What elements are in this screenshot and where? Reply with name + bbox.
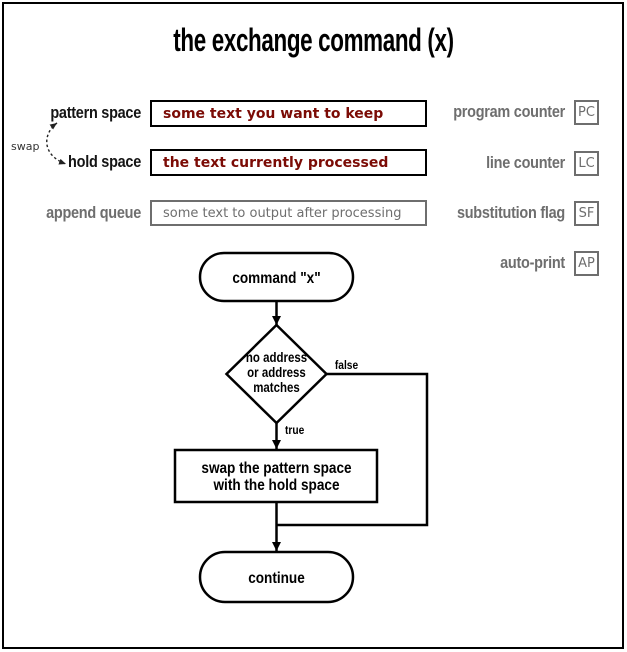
substitution-flag-label: substitution flag [456, 203, 565, 222]
process-node [173, 448, 379, 504]
swap-label: swap [11, 140, 39, 153]
pattern-space-value-box: some text you want to keep [150, 100, 427, 127]
decision-line-1: no address [246, 350, 307, 365]
false-branch-line [276, 372, 429, 527]
decision-line-2: or address [247, 365, 306, 380]
false-branch-label: false [335, 359, 358, 372]
decision-line-3: matches [253, 380, 300, 395]
true-branch-label: true [285, 424, 304, 437]
end-node-label: continue [248, 570, 305, 587]
line-counter-label: line counter [486, 153, 565, 172]
auto-print-box: AP [574, 251, 599, 276]
append-queue-value-box: some text to output after processing [150, 200, 427, 226]
swap-curve-icon [46, 122, 67, 165]
pattern-space-label: pattern space [50, 103, 142, 122]
process-line-2: with the hold space [213, 477, 340, 494]
start-node-label: command "x" [232, 270, 320, 287]
hold-space-value-box: the text currently processed [150, 149, 427, 176]
program-counter-box: PC [574, 100, 599, 125]
flowchart: command "x" no address or address matche… [173, 251, 429, 604]
program-counter-label: program counter [453, 102, 565, 121]
process-line-1: swap the pattern space [201, 460, 351, 477]
append-queue-label: append queue [46, 203, 141, 222]
page-title: the exchange command (x) [173, 22, 454, 58]
hold-space-label: hold space [68, 152, 141, 171]
line-counter-box: LC [574, 151, 599, 176]
end-node [198, 550, 355, 604]
substitution-flag-box: SF [574, 201, 599, 226]
swap-arrow-graphic: swap [11, 122, 67, 165]
auto-print-label: auto-print [500, 253, 565, 272]
